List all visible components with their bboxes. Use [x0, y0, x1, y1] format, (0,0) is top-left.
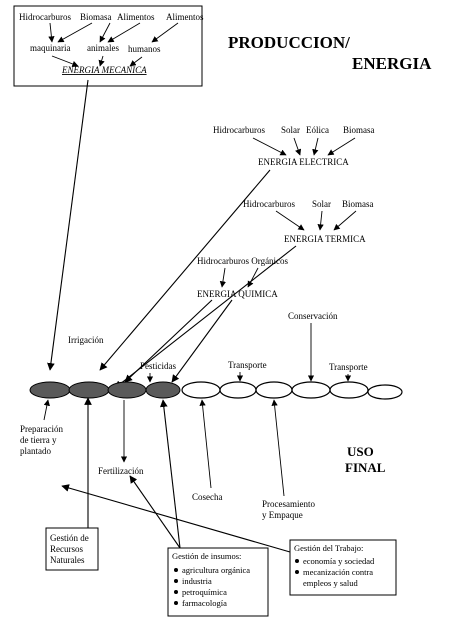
insumos-to-pesticidas-arrow [159, 399, 181, 549]
trabajo-item: economía y sociedad [303, 556, 375, 566]
label-procesamiento: Procesamiento y Empaque [262, 499, 317, 520]
therm-source-hidrocarburos: Hidrocarburos [243, 199, 295, 209]
insumos-item: industria [182, 576, 212, 586]
bullet-dot-icon [174, 568, 178, 572]
bullet-dot-icon [174, 601, 178, 605]
chem-to-fertilizacion-arrow [124, 299, 213, 383]
label-transporte-2: Transporte [329, 362, 368, 372]
bullet-dot-icon [174, 590, 178, 594]
mech-source-biomasa: Biomasa [80, 12, 112, 22]
elec-source-eolica: Eólica [306, 125, 329, 135]
chem-to-pesticidas-arrow [171, 299, 233, 383]
label-transporte-1: Transporte [228, 360, 267, 370]
mechanical-energy-box [13, 5, 203, 87]
therm-result-label: ENERGIA TERMICA [284, 234, 366, 244]
title-line-2: ENERGIA [352, 54, 432, 73]
elec-source-solar: Solar [281, 125, 300, 135]
gestion-recursos-box [45, 527, 99, 571]
elec-result-label: ENERGIA ELECTRICA [258, 157, 349, 167]
label-irrigacion: Irrigación [68, 335, 104, 345]
stage-uso-final [367, 384, 403, 400]
gestion-trabajo-box [289, 539, 397, 596]
mech-result-label: ENERGIA MECANICA [61, 65, 147, 75]
insumos-to-fertilizacion-arrow [129, 475, 181, 549]
mech-input-maquinaria: maquinaria [30, 43, 70, 53]
trabajo-to-preparacion-arrow [61, 484, 291, 553]
mech-source-hidrocarburos: Hidrocarburos [19, 12, 71, 22]
bullet-dot-icon [174, 579, 178, 583]
stage-transporte-2 [329, 381, 369, 399]
therm-source-biomasa: Biomasa [342, 199, 374, 209]
therm-source-solar: Solar [312, 199, 331, 209]
gestion-insumos-box [167, 547, 269, 617]
stage-conservacion [291, 381, 331, 399]
trabajo-item: mecanización contra empleos y salud [303, 567, 375, 588]
stage-transporte-1 [219, 381, 257, 399]
stage-pesticidas [145, 381, 181, 399]
label-conservacion: Conservación [288, 311, 338, 321]
mech-source-alimentos-2: Alimentos [166, 12, 204, 22]
gestion-insumos-title: Gestión de insumos: [172, 551, 241, 561]
mech-input-humanos: humanos [128, 44, 161, 54]
stage-irrigacion [68, 381, 110, 399]
chem-source-hidrocarburos-organicos: Hidrocarburos Orgánicos [197, 256, 289, 266]
bullet-dot-icon [295, 570, 299, 574]
insumos-item: agricultura orgánica [182, 565, 250, 575]
insumos-item: petroquímica [182, 587, 227, 597]
label-pesticidas: Pesticidas [140, 361, 176, 371]
mech-input-animales: animales [87, 43, 119, 53]
elec-source-hidrocarburos: Hidrocarburos [213, 125, 265, 135]
gestion-trabajo-title: Gestión del Trabajo: [294, 543, 363, 553]
elec-source-biomasa: Biomasa [343, 125, 375, 135]
stage-preparacion [29, 381, 71, 399]
stage-fertilizacion [107, 381, 147, 399]
elec-to-irrigacion-arrow [99, 169, 271, 371]
title-line-1: PRODUCCION/ [228, 33, 350, 52]
insumos-item: farmacología [182, 598, 227, 608]
stage-cosecha [181, 381, 221, 399]
chem-result-label: ENERGIA QUIMICA [197, 289, 278, 299]
therm-to-fertilizacion-arrow [114, 245, 297, 389]
stage-procesamiento [255, 381, 293, 399]
gestion-recursos-label: Gestión de Recursos Naturales [50, 533, 91, 565]
label-fertilizacion: Fertilización [98, 466, 144, 476]
uso-final-label: USO FINAL [345, 444, 386, 475]
mech-source-alimentos-1: Alimentos [117, 12, 155, 22]
label-cosecha: Cosecha [192, 492, 223, 502]
label-preparacion: Preparación de tierra y plantado [20, 424, 65, 456]
mech-to-preparacion-arrow [47, 79, 89, 371]
bullet-dot-icon [295, 559, 299, 563]
